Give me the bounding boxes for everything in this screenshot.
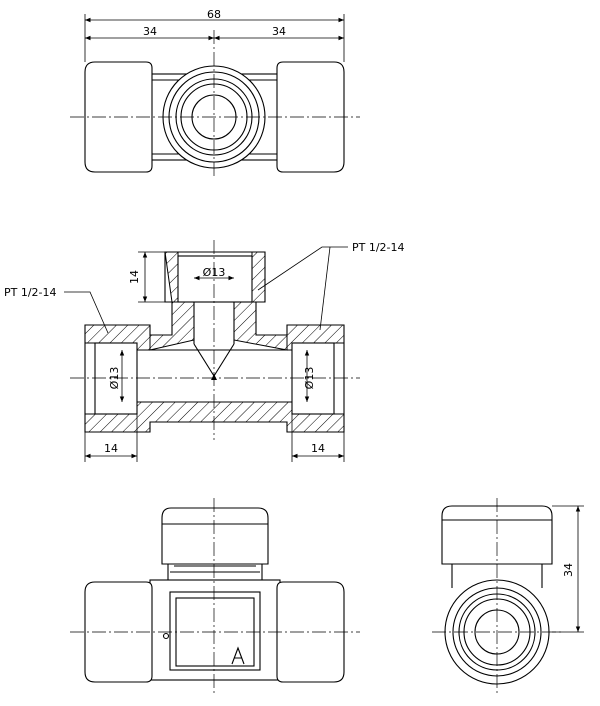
left-thread-label: PT 1/2-14 xyxy=(4,286,57,299)
right-hex-end xyxy=(276,61,345,173)
half-right-label: 34 xyxy=(272,25,286,38)
front-logo-mark xyxy=(231,646,245,665)
right-depth-label: 14 xyxy=(311,442,325,455)
half-left-label: 34 xyxy=(143,25,157,38)
branch-wall-right xyxy=(251,251,266,303)
side-view: 34 xyxy=(432,498,584,694)
front-branch-hex xyxy=(161,507,269,565)
branch-thread-leader xyxy=(257,246,348,291)
branch-thread-label: PT 1/2-14 xyxy=(352,241,405,254)
branch-bore-label: Ø13 xyxy=(203,266,226,279)
front-view xyxy=(70,498,360,694)
front-body xyxy=(149,579,281,681)
left-bore-label: Ø13 xyxy=(108,367,121,390)
right-bore-label: Ø13 xyxy=(303,367,316,390)
left-thread-leader xyxy=(64,291,109,334)
front-marker-dot xyxy=(162,632,170,640)
left-depth-label: 14 xyxy=(104,442,118,455)
top-view: 68 34 34 xyxy=(70,8,360,178)
front-right-hex xyxy=(276,581,345,683)
branch-thread-bore xyxy=(177,255,253,303)
section-view: 14 Ø13 PT 1/2-14 PT 1/2-14 Ø13 Ø13 14 14 xyxy=(4,240,405,462)
overall-width-label: 68 xyxy=(207,8,221,21)
side-height-label: 34 xyxy=(562,563,575,577)
left-thread-bore xyxy=(94,342,138,415)
branch-depth-label: 14 xyxy=(128,270,141,284)
right-thread-bore xyxy=(291,342,335,415)
